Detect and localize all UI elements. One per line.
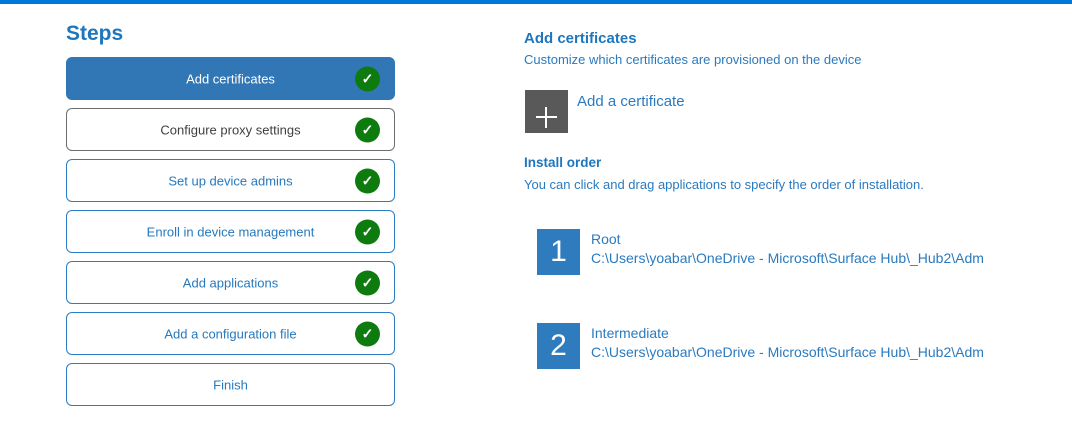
certificate-info: Root C:\Users\yoabar\OneDrive - Microsof… — [591, 229, 984, 268]
certificate-path: C:\Users\yoabar\OneDrive - Microsoft\Sur… — [591, 250, 984, 266]
certificate-name: Root — [591, 231, 621, 247]
certificate-path: C:\Users\yoabar\OneDrive - Microsoft\Sur… — [591, 344, 984, 360]
check-icon — [355, 168, 380, 193]
step-add-a-configuration-file[interactable]: Add a configuration file — [66, 312, 395, 355]
install-order-hint: You can click and drag applications to s… — [524, 177, 924, 192]
certificate-info: Intermediate C:\Users\yoabar\OneDrive - … — [591, 323, 984, 362]
step-label: Finish — [213, 377, 248, 392]
step-label: Set up device admins — [168, 173, 293, 188]
step-label: Configure proxy settings — [160, 122, 301, 137]
plus-icon — [536, 106, 557, 128]
step-label: Add applications — [182, 275, 279, 290]
install-order-title: Install order — [524, 155, 602, 170]
step-configure-proxy-settings[interactable]: Configure proxy settings — [66, 108, 395, 151]
check-icon — [355, 219, 380, 244]
step-label: Add a configuration file — [164, 326, 297, 341]
accent-top-bar — [0, 0, 1072, 4]
add-certificate-button[interactable] — [525, 90, 568, 133]
order-number-badge: 1 — [537, 229, 580, 275]
steps-panel-title: Steps — [66, 22, 124, 45]
add-certificate-label[interactable]: Add a certificate — [577, 93, 685, 110]
step-enroll-in-device-management[interactable]: Enroll in device management — [66, 210, 395, 253]
certificate-item-intermediate[interactable]: 2 Intermediate C:\Users\yoabar\OneDrive … — [537, 323, 984, 369]
step-add-applications[interactable]: Add applications — [66, 261, 395, 304]
step-label: Add certificates — [186, 71, 275, 86]
check-icon — [355, 270, 380, 295]
check-icon — [355, 117, 380, 142]
step-set-up-device-admins[interactable]: Set up device admins — [66, 159, 395, 202]
step-add-certificates[interactable]: Add certificates — [66, 57, 395, 100]
check-icon — [355, 321, 380, 346]
check-icon — [355, 66, 380, 91]
certificate-item-root[interactable]: 1 Root C:\Users\yoabar\OneDrive - Micros… — [537, 229, 984, 275]
page-subtitle: Customize which certificates are provisi… — [524, 52, 862, 67]
order-number-badge: 2 — [537, 323, 580, 369]
step-finish[interactable]: Finish — [66, 363, 395, 406]
step-label: Enroll in device management — [146, 224, 315, 239]
page-title: Add certificates — [524, 30, 637, 47]
certificate-name: Intermediate — [591, 325, 669, 341]
